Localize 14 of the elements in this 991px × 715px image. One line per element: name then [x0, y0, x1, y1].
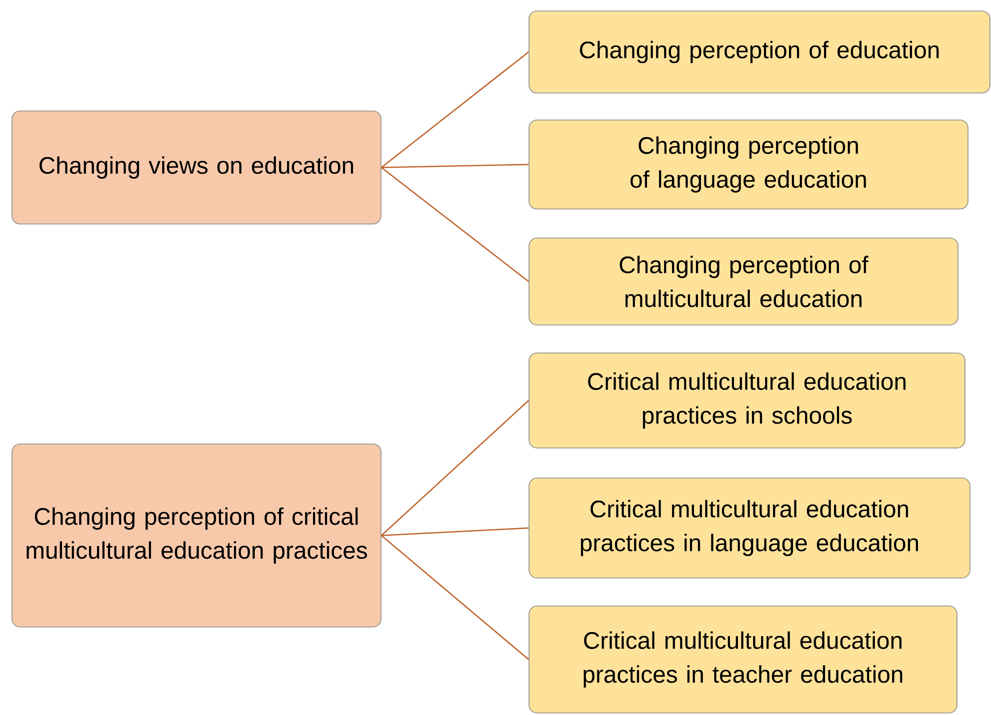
subtopic-box: Critical multicultural education practices in schools [528, 352, 966, 448]
subtopic-box: Critical multicultural education practices in teacher education [528, 606, 958, 714]
connector-line [380, 400, 530, 536]
subtopic-box: Critical multicultural education practices in language education [528, 478, 970, 578]
connector-line [381, 166, 529, 282]
connector-line [381, 164, 529, 168]
subtopic-box: Changing perception of multicultural education [528, 238, 958, 326]
subtopic-box: Changing perception of education [528, 10, 990, 94]
connector-line [381, 51, 529, 168]
connector-line [381, 527, 529, 536]
topic-box: Changing views on education [12, 110, 382, 224]
topic-box: Changing perception of critical multicultural education practices [12, 444, 382, 628]
connector-line [381, 535, 530, 660]
subtopic-box: Changing perception of language education [528, 120, 968, 210]
